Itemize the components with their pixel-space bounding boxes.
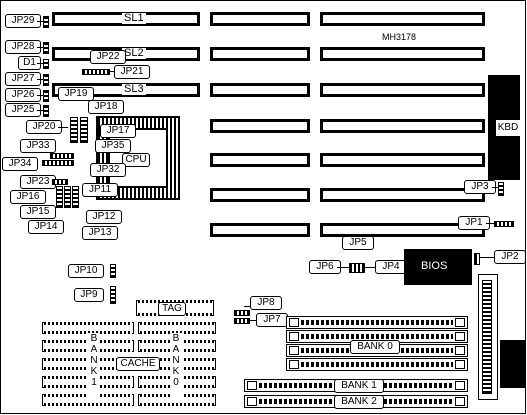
jp19-pins <box>80 117 88 143</box>
isa-slot <box>210 83 310 97</box>
jp26-label: JP26 <box>5 88 41 102</box>
jp21-label: JP21 <box>114 65 150 79</box>
jp3-pins <box>498 182 504 196</box>
jp8-label: JP8 <box>250 296 282 310</box>
jp5-label: JP5 <box>342 236 374 250</box>
jp14-pins <box>72 186 79 208</box>
isa-slot <box>210 153 310 167</box>
jp9-pins <box>110 286 116 304</box>
isa-slot <box>210 12 310 26</box>
jp25-pins <box>43 105 49 117</box>
isa-slot <box>320 83 485 97</box>
jp27-pins <box>43 74 49 86</box>
jp17-label: JP17 <box>100 124 136 138</box>
jp7-pins <box>234 318 250 324</box>
isa-slot <box>210 47 310 61</box>
isa-slot <box>320 47 485 61</box>
jp2-label: JP2 <box>494 250 526 264</box>
isa-slot <box>320 188 485 202</box>
isa-slot <box>320 12 485 26</box>
jp10-label: JP10 <box>68 264 104 278</box>
jp16-pins <box>56 186 63 208</box>
jp1-pins <box>494 221 514 227</box>
bank0-label: BANK 0 <box>350 340 400 354</box>
jp23-pins <box>52 179 68 185</box>
jp26-pins <box>43 90 49 102</box>
jp10-pins <box>110 264 116 278</box>
jp18-label: JP18 <box>88 100 124 114</box>
jp19-label: JP19 <box>58 87 94 101</box>
jp35-label: JP35 <box>95 139 131 153</box>
jp6-label: JP6 <box>309 260 341 274</box>
jp28-pins <box>43 42 49 54</box>
board-model: MH3178 <box>382 32 417 42</box>
jp9-label: JP9 <box>74 288 104 302</box>
bios-chip: BIOS <box>404 249 472 285</box>
slot-sl3-label: SL3 <box>122 83 146 95</box>
jp23-label: JP23 <box>20 175 56 189</box>
jp13-label: JP13 <box>82 226 118 240</box>
slot-sl2-label: SL2 <box>122 47 146 59</box>
bank2-label: BANK 2 <box>334 395 384 409</box>
jp7-label: JP7 <box>256 313 288 327</box>
jp2-pins <box>474 253 480 265</box>
jp22-label: JP22 <box>90 50 126 64</box>
jp20-pins <box>70 117 78 143</box>
jp11-label: JP11 <box>82 183 118 197</box>
jp33-label: JP33 <box>20 139 56 153</box>
jp29-label: JP29 <box>5 14 41 28</box>
jp29-pins <box>43 16 49 28</box>
jp4-label: JP4 <box>375 260 407 274</box>
bank1-label: BANK 1 <box>334 379 384 393</box>
isa-slot <box>320 223 485 237</box>
cache-chip <box>138 322 216 334</box>
slot-sl1-label: SL1 <box>122 12 146 24</box>
isa-slot <box>210 119 310 133</box>
jp14-label: JP14 <box>28 220 64 234</box>
jp28-label: JP28 <box>5 40 41 54</box>
simm-bank0 <box>286 358 468 371</box>
jp16-label: JP16 <box>10 190 46 204</box>
jp12-label: JP12 <box>86 210 122 224</box>
simm-bank0 <box>286 316 468 329</box>
jp15-label: JP15 <box>20 205 56 219</box>
cache-bank1-label: BANK 1 <box>88 333 100 397</box>
jp34-pins <box>42 160 74 166</box>
bios-label: BIOS <box>421 260 448 272</box>
jp34-label: JP34 <box>2 157 38 171</box>
cpu-label: CPU <box>122 153 150 167</box>
jp33-pins <box>50 153 74 159</box>
jp15-pins <box>64 186 71 208</box>
jp32-label: JP32 <box>90 163 126 177</box>
jp25-label: JP25 <box>5 103 41 117</box>
jp8-pins <box>234 310 250 316</box>
cache-bank0-label: BANK 0 <box>170 333 182 397</box>
isa-slot <box>210 188 310 202</box>
cache-label: CACHE <box>116 357 160 371</box>
d1-label: D1 <box>18 56 41 70</box>
jp21-pins <box>82 69 110 75</box>
isa-slot <box>210 223 310 237</box>
power-connector-pins <box>482 280 492 394</box>
tag-label: TAG <box>158 302 186 316</box>
keyboard-connector: KBD <box>488 75 520 180</box>
kbd-label: KBD <box>496 120 520 136</box>
isa-slot <box>320 119 485 133</box>
jp5-jp6-pins <box>349 263 365 273</box>
jp27-label: JP27 <box>5 72 41 86</box>
isa-slot <box>320 153 485 167</box>
io-connector <box>500 340 526 388</box>
jp20-label: JP20 <box>26 120 62 134</box>
d1-pins <box>43 59 49 69</box>
